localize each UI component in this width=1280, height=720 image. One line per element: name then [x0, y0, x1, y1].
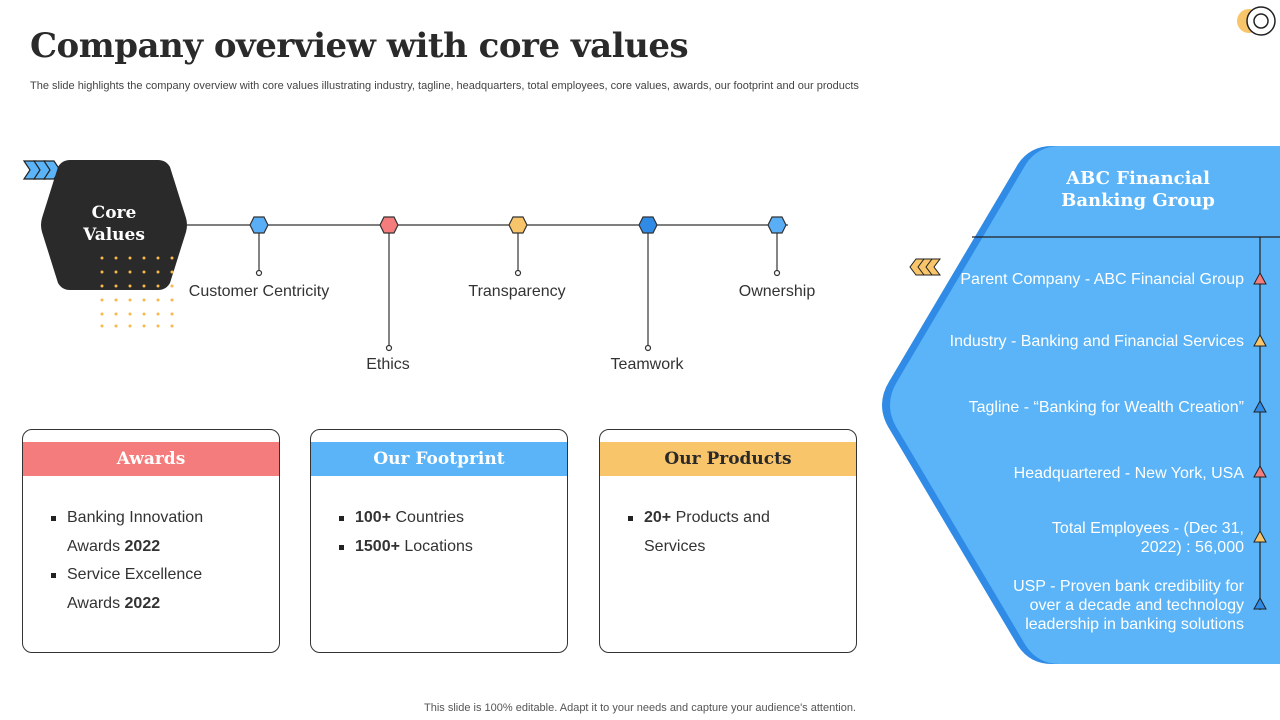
marker-tagline — [1253, 399, 1267, 413]
company-name-line2: Banking Group — [1061, 190, 1215, 211]
page-subtitle: The slide highlights the company overvie… — [30, 80, 859, 92]
list-item-continuation: Awards 2022 — [67, 594, 161, 612]
products-list: 20+ Products and Services — [628, 504, 842, 561]
awards-list: Banking Innovation Awards 2022 Service E… — [51, 504, 265, 618]
marker-usp — [1253, 596, 1267, 610]
marker-industry — [1253, 333, 1267, 347]
brand-logo-icon — [1237, 6, 1276, 36]
core-value-teamwork: Teamwork — [610, 356, 684, 373]
company-detail-industry: Industry - Banking and Financial Service… — [949, 333, 1244, 350]
company-detail-parent: Parent Company - ABC Financial Group — [960, 271, 1244, 288]
list-item: 1500+ Locations — [339, 533, 553, 562]
page-title: Company overview with core values — [30, 26, 689, 66]
list-item: 20+ Products and — [628, 504, 842, 533]
node-teamwork — [638, 216, 658, 234]
list-item-continuation: Services — [644, 537, 706, 555]
core-value-customer-centricity: Customer Centricity — [188, 283, 330, 300]
core-values-heading: Core Values — [40, 202, 188, 246]
marker-parent-company — [1253, 271, 1267, 285]
marker-total-employees — [1253, 529, 1267, 543]
awards-card: Awards Banking Innovation Awards 2022 Se… — [22, 429, 280, 653]
list-item: Service Excellence — [51, 561, 265, 590]
core-value-ownership: Ownership — [738, 283, 816, 300]
list-item: 100+ Countries — [339, 504, 553, 533]
awards-card-heading: Awards — [23, 442, 279, 476]
products-card: Our Products 20+ Products and Services — [599, 429, 857, 653]
company-name-line1: ABC Financial — [1066, 168, 1210, 189]
company-detail-usp: USP - Proven bank credibility for over a… — [1013, 578, 1244, 633]
core-values-hexagon — [41, 160, 187, 290]
company-detail-tagline: Tagline - “Banking for Wealth Creation” — [968, 399, 1244, 416]
node-transparency — [508, 216, 528, 234]
node-ownership — [767, 216, 787, 234]
core-value-ethics: Ethics — [366, 356, 410, 373]
footer-note: This slide is 100% editable. Adapt it to… — [424, 702, 856, 714]
footprint-card-heading: Our Footprint — [311, 442, 567, 476]
company-detail-employees: Total Employees - (Dec 31, 2022) : 56,00… — [1051, 520, 1244, 556]
list-item: Banking Innovation — [51, 504, 265, 533]
company-name: ABC Financial Banking Group — [1000, 168, 1276, 212]
company-detail-headquarters: Headquartered - New York, USA — [1013, 465, 1244, 482]
list-item-continuation: Awards 2022 — [67, 537, 161, 555]
core-values-heading-line1: Core — [91, 203, 137, 223]
footprint-list: 100+ Countries 1500+ Locations — [339, 504, 553, 561]
products-card-heading: Our Products — [600, 442, 856, 476]
backward-arrows-icon — [909, 258, 941, 276]
marker-headquarters — [1253, 464, 1267, 478]
footprint-card: Our Footprint 100+ Countries 1500+ Locat… — [310, 429, 568, 653]
node-customer-centricity — [249, 216, 269, 234]
node-ethics — [379, 216, 399, 234]
core-values-heading-line2: Values — [83, 225, 145, 245]
core-value-transparency: Transparency — [468, 283, 566, 300]
dot-pattern-decoration — [100, 256, 174, 328]
